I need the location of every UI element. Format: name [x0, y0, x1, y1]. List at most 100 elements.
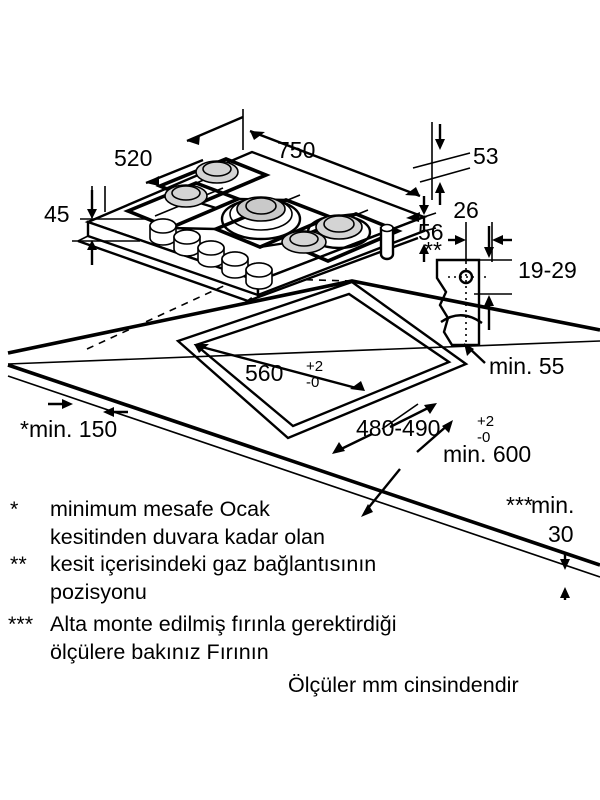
- footnote-marker-2: **: [10, 552, 27, 576]
- arrow-56-down: [419, 205, 429, 215]
- clearance-label-min-30-marker: ***: [506, 492, 533, 518]
- gas-hob-appliance: [77, 150, 428, 303]
- arrow-520: [146, 176, 159, 186]
- footnote-1-line-2: kesitinden duvara kadar olan: [50, 525, 325, 549]
- dimension-label-520: 520: [114, 145, 152, 171]
- dimension-label-45: 45: [44, 201, 70, 227]
- arrow-53-down: [435, 139, 445, 150]
- leader-min600-b: [364, 468, 401, 513]
- grate-bar-5: [199, 201, 217, 210]
- footnote-marker-3: ***: [8, 612, 34, 636]
- arrow-26-left: [492, 235, 503, 245]
- arrow-560-left: [194, 344, 209, 353]
- dimension-480-tol-plus: +2: [477, 413, 494, 430]
- control-knobs[interactable]: [149, 218, 273, 290]
- arrow-30-down: [560, 559, 570, 570]
- arrow-30-up: [560, 587, 570, 598]
- control-knob-1[interactable]: [149, 218, 177, 246]
- leader-53b: [419, 167, 471, 183]
- dimension-56: 56: [406, 196, 444, 262]
- arrow-min55: [464, 343, 474, 356]
- units-statement: Ölçüler mm cinsindendir: [288, 673, 519, 697]
- clearance-label-min-150: *min. 150: [20, 416, 117, 442]
- arrow-560-right: [350, 381, 365, 391]
- dim-line-750: [249, 129, 421, 198]
- arrow-45-up: [87, 240, 97, 250]
- arrow-53-up: [435, 182, 445, 193]
- dim-line-480-a: [389, 404, 433, 429]
- footnote-2-line-1: kesit içerisindeki gaz bağlantısının: [50, 552, 376, 576]
- burner-left: [164, 184, 208, 208]
- gas-fitting-body: [435, 258, 481, 347]
- dimension-label-480-490: 480-490: [356, 415, 440, 441]
- dimension-width-750: 750: [186, 109, 433, 200]
- dimension-480-tol-minus: -0: [477, 429, 490, 446]
- arrow-150-left: [103, 407, 114, 417]
- ext-56-b: [423, 227, 437, 232]
- worktop-rear-edge-lower: [7, 340, 600, 365]
- arrow-480-up: [424, 403, 437, 414]
- dimension-label-26: 26: [453, 197, 479, 223]
- dimension-560-tol-plus: +2: [306, 358, 323, 375]
- arrow-26-right: [455, 235, 466, 245]
- footnotes-block: * minimum mesafe Ocak kesitinden duvara …: [8, 497, 519, 697]
- gas-connection-marker: **: [424, 237, 442, 263]
- control-knob-4[interactable]: [221, 251, 249, 279]
- control-knob-2[interactable]: [173, 229, 201, 257]
- dimension-label-56: 56: [418, 219, 444, 245]
- hob-base-skirt-left: [77, 235, 89, 242]
- leader-53: [412, 152, 471, 169]
- arrow-750-right: [405, 187, 420, 196]
- clearance-min-600: min. 600: [361, 420, 531, 517]
- arrow-1929-up: [484, 295, 494, 306]
- grate-bar-1: [169, 226, 217, 231]
- hob-outer-rim: [175, 280, 469, 440]
- gas-connection-detail-view: 26 ** 19-29: [424, 197, 577, 347]
- clearance-label-min-55: min. 55: [489, 353, 564, 379]
- dimension-label-19-29: 19-29: [518, 257, 577, 283]
- clearance-min-30: *** min. 30: [506, 492, 574, 600]
- leader-min600-a: [416, 423, 450, 453]
- worktop-rear-edge: [7, 279, 600, 355]
- control-knob-3[interactable]: [197, 240, 225, 268]
- footnote-2-line-2: pozisyonu: [50, 580, 147, 604]
- clearance-label-min-30-prefix: min.: [531, 492, 574, 518]
- footnote-3-line-1: Alta monte edilmiş fırınla gerektirdiği: [50, 612, 397, 636]
- burner-center-wok: [220, 196, 302, 241]
- dimension-height-45: 45: [44, 186, 146, 265]
- dimension-label-560: 560: [245, 360, 283, 386]
- arrow-750-leader: [187, 135, 200, 145]
- arrow-45-down: [87, 209, 97, 219]
- footnote-marker-1: *: [10, 497, 19, 521]
- clearance-label-min-600: min. 600: [443, 441, 531, 467]
- clearance-label-min-30-value: 30: [548, 521, 574, 547]
- worktop-front-edge-thickness: [7, 375, 600, 578]
- gas-connection-pipe: [379, 223, 395, 261]
- projection-dashed-left: [86, 277, 242, 350]
- arrow-56-up: [419, 244, 429, 254]
- dimension-cutout-560: 560 +2 -0: [194, 344, 365, 391]
- clearance-min-150: *min. 150: [20, 399, 128, 442]
- footnote-3-line-2: ölçülere bakınız Fırının: [50, 640, 269, 664]
- worktop-cutout-opening: [193, 292, 452, 428]
- ext-56-a: [423, 212, 437, 218]
- burner-front-center: [281, 230, 327, 254]
- burner-rear-left: [195, 160, 239, 184]
- dimension-label-750: 750: [277, 137, 315, 163]
- clearance-min-55: min. 55: [464, 343, 564, 379]
- arrow-min600-up: [442, 420, 453, 433]
- dimension-cutout-480-490: 480-490 +2 -0: [332, 403, 494, 454]
- arrow-750-left: [250, 131, 265, 140]
- dimension-label-53: 53: [473, 143, 499, 169]
- dim-line-560: [197, 344, 361, 391]
- arrow-min600-down: [361, 504, 373, 517]
- footnote-1-line-1: minimum mesafe Ocak: [50, 497, 270, 521]
- arrow-1929-down: [484, 247, 494, 258]
- dimension-560-tol-minus: -0: [306, 374, 319, 391]
- worktop-assembly: [7, 277, 600, 578]
- worktop-front-edge: [7, 363, 600, 567]
- arrow-480-down: [332, 442, 345, 454]
- control-knob-5[interactable]: [245, 262, 273, 290]
